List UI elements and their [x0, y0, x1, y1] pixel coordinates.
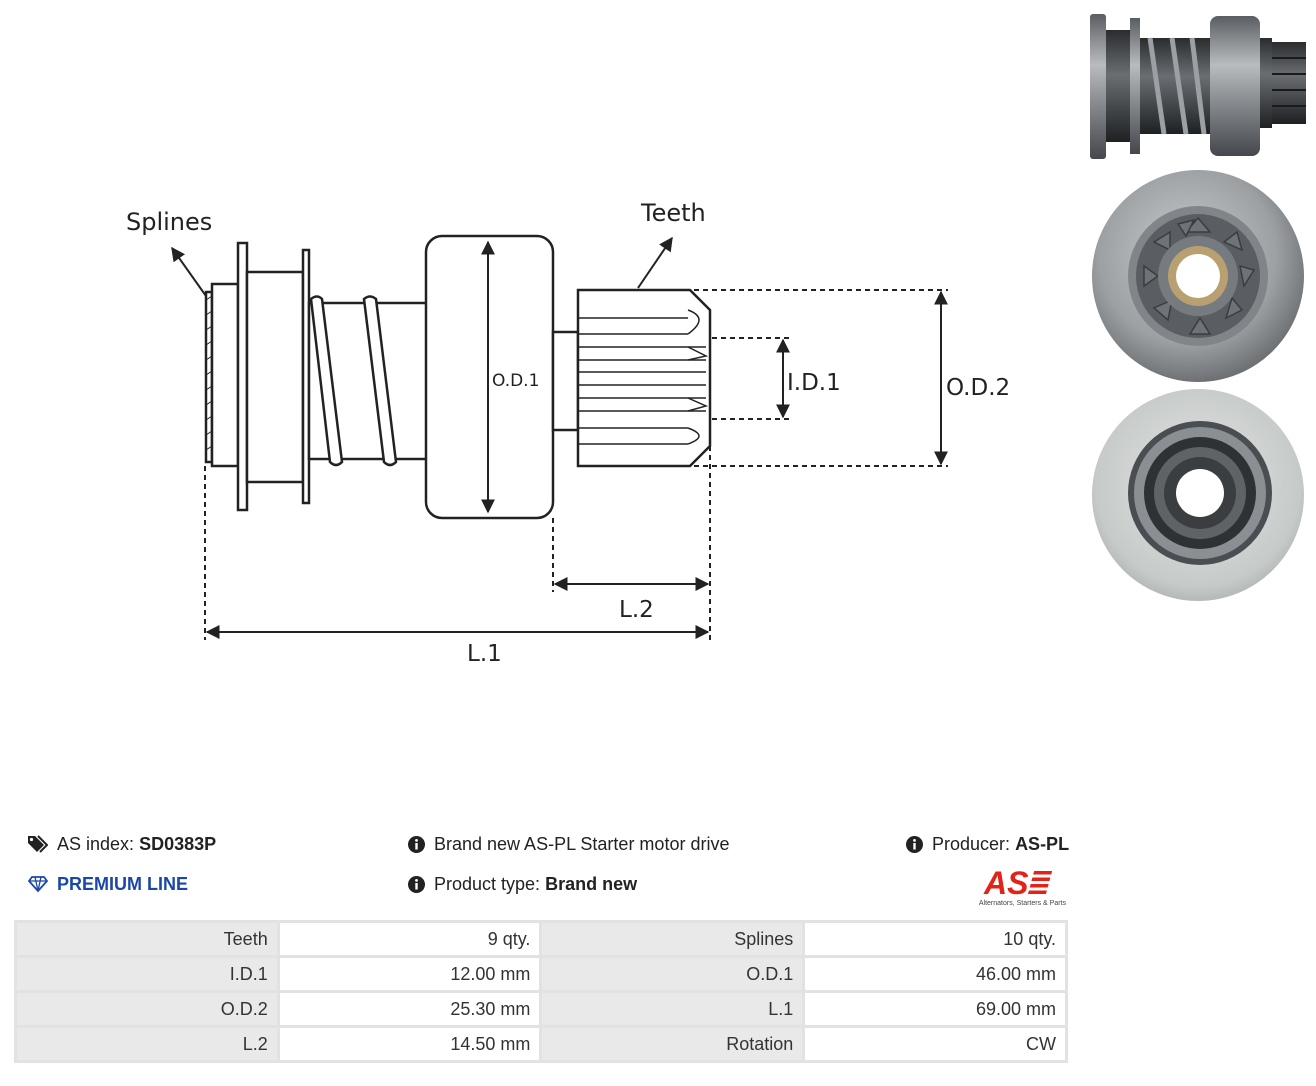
table-row: Teeth 9 qty. Splines 10 qty. [14, 920, 1068, 958]
premium-line-badge: PREMIUM LINE [28, 873, 188, 895]
as-pl-logo: AS Alternators, Starters & Parts [979, 865, 1067, 907]
info-icon [906, 835, 923, 853]
spring-coil-1 [309, 295, 344, 467]
premium-line-label: PREMIUM LINE [57, 874, 189, 894]
product-photo-back [1092, 389, 1304, 601]
spline-collar [210, 282, 240, 468]
teeth-label: Teeth [640, 199, 706, 227]
spec-label: I.D.1 [14, 955, 280, 993]
producer-label: Producer: [932, 834, 1011, 854]
logo-tagline: Alternators, Starters & Parts [979, 900, 1067, 907]
splines-leader [171, 246, 207, 297]
spec-value: 10 qty. [802, 920, 1068, 958]
pinion [576, 288, 712, 468]
producer-row: Producer: AS-PL [906, 833, 1069, 855]
product-photo-front [1092, 170, 1304, 382]
teeth-leader [637, 236, 673, 289]
product-type-label: Product type: [434, 874, 541, 894]
spec-label: L.2 [14, 1025, 280, 1063]
info-icon [408, 875, 425, 893]
brand-row: Brand new AS-PL Starter motor drive [408, 833, 729, 855]
spec-label: O.D.2 [14, 990, 280, 1028]
table-row: L.2 14.50 mm Rotation CW [14, 1025, 1068, 1063]
diamond-icon [28, 876, 48, 892]
spec-label: Rotation [539, 1025, 806, 1063]
l1-label: L.1 [467, 641, 502, 667]
tags-icon [28, 835, 48, 853]
splines-label: Splines [126, 208, 212, 236]
spec-label: Teeth [14, 920, 280, 958]
l2-label: L.2 [619, 597, 654, 623]
hub [245, 270, 305, 484]
od2-label: O.D.2 [946, 375, 1010, 401]
spec-value: 9 qty. [276, 920, 543, 958]
spec-value: 14.50 mm [276, 1025, 543, 1063]
flange-1 [236, 241, 249, 512]
spec-label: L.1 [539, 990, 806, 1028]
as-index-label: AS index: [57, 834, 135, 854]
pinion-neck [551, 330, 580, 432]
svg-text:AS: AS [983, 865, 1029, 901]
product-type-value: Brand new [545, 874, 638, 894]
product-type-row: Product type: Brand new [408, 873, 637, 895]
table-row: O.D.2 25.30 mm L.1 69.00 mm [14, 990, 1068, 1028]
specifications-table: Teeth 9 qty. Splines 10 qty. I.D.1 12.00… [14, 920, 1068, 1063]
od1-label: O.D.1 [492, 371, 539, 391]
spec-value: 69.00 mm [802, 990, 1068, 1028]
spec-value: 12.00 mm [276, 955, 543, 993]
product-photo-side [1090, 14, 1306, 159]
table-row: I.D.1 12.00 mm O.D.1 46.00 mm [14, 955, 1068, 993]
info-icon [408, 835, 425, 853]
spec-value: CW [802, 1025, 1068, 1063]
spring-coil-2 [362, 295, 398, 467]
as-index-row: AS index: SD0383P [28, 833, 216, 855]
spec-value: 25.30 mm [276, 990, 543, 1028]
technical-diagram: Splines Teeth O.D.1 I.D.1 O.D.2 L.2 L.1 [126, 199, 1010, 667]
producer-value: AS-PL [1015, 834, 1070, 854]
spec-value: 46.00 mm [802, 955, 1068, 993]
id1-label: I.D.1 [787, 370, 841, 396]
spec-label: Splines [539, 920, 806, 958]
spec-label: O.D.1 [539, 955, 806, 993]
as-index-value: SD0383P [139, 834, 217, 854]
brand-text: Brand new AS-PL Starter motor drive [434, 834, 730, 854]
